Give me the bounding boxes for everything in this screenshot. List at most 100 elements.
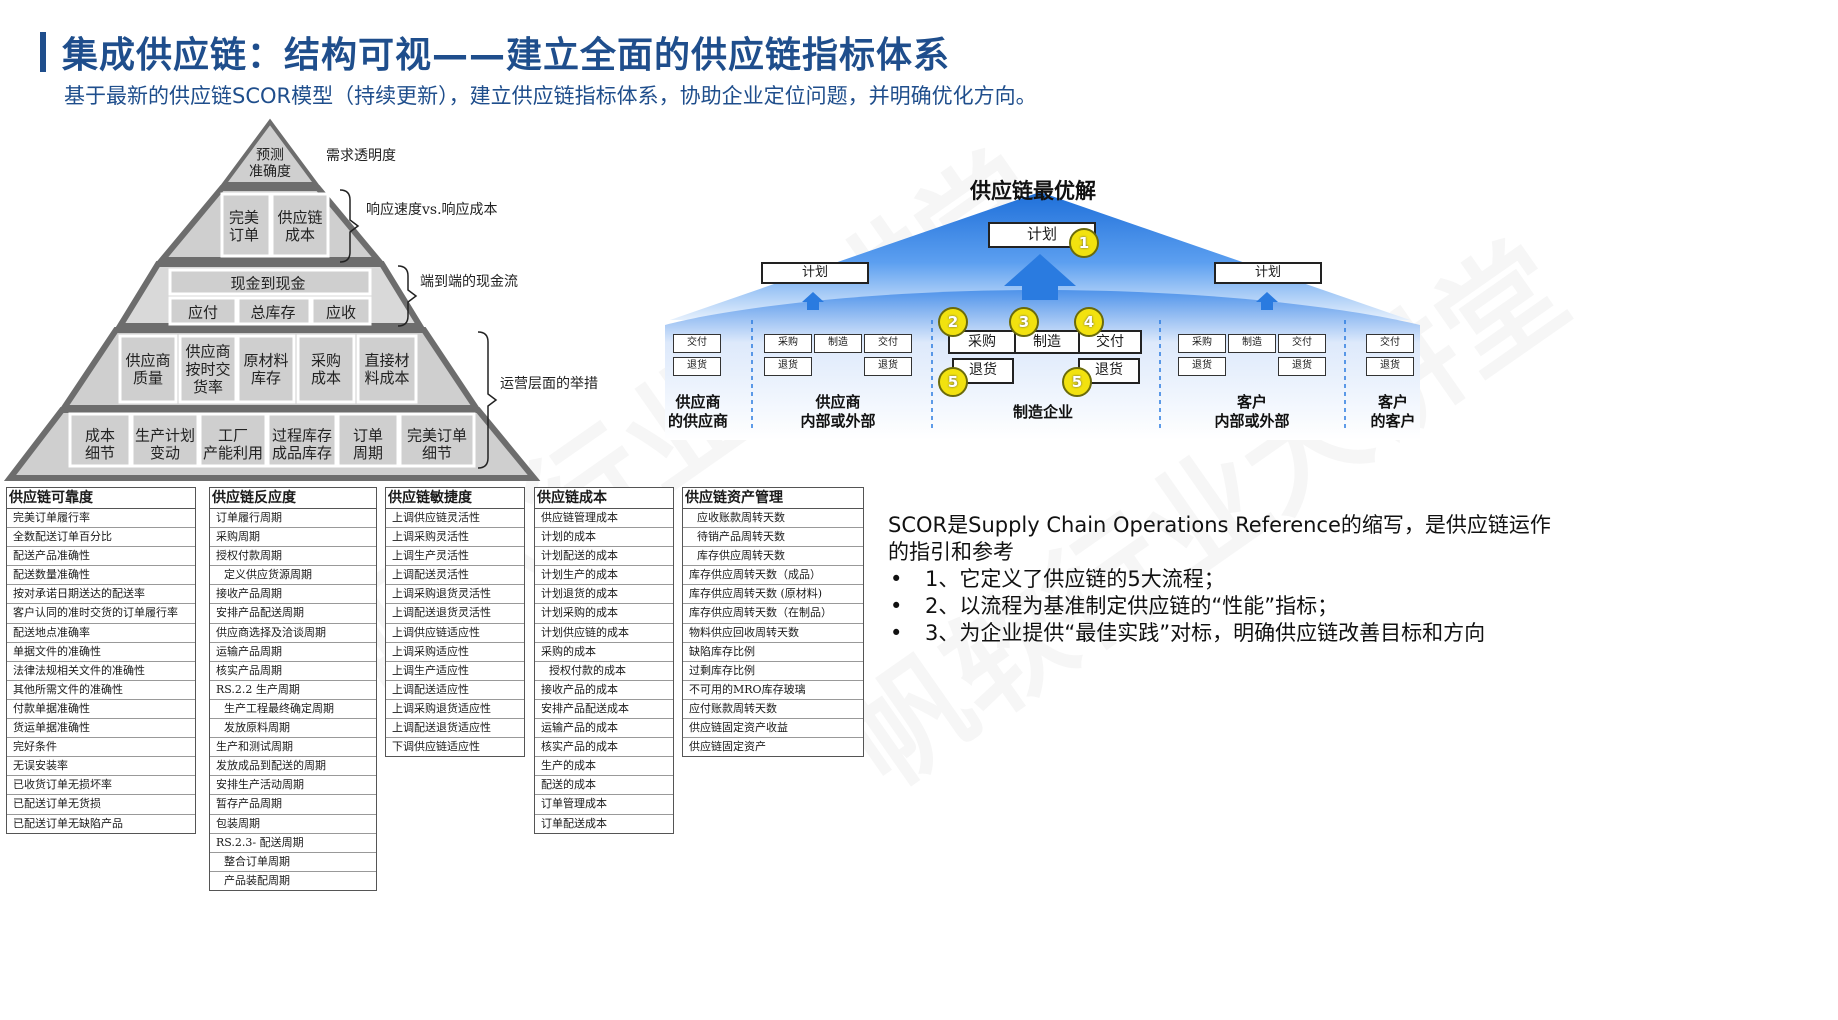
pyramid-cell [270,192,330,258]
return-box: 退货 [1366,357,1414,376]
pyramid-cell [220,192,272,258]
pyramid-cell [398,412,476,468]
metric-table-title: 供应链资产管理 [683,488,863,509]
process-base [665,290,1420,440]
center-up-arrow [1004,254,1076,300]
metric-row: 订单管理成本 [535,795,673,815]
deliver-box: 交付 [1366,334,1414,353]
metric-row: 不可用的MRO库存玻璃 [683,681,863,700]
metric-row: 安排生产活动周期 [210,776,376,796]
metric-row: 单据文件的准确性 [7,643,195,662]
metric-row: 采购周期 [210,528,376,548]
step-badge-2: 2 [938,307,968,337]
metric-table: 供应链可靠度完美订单履行率全数配送订单百分比配送产品准确性配送数量准确性按对承诺… [6,487,196,834]
metric-table: 供应链资产管理应收账款周转天数待销产品周转天数库存供应周转天数库存供应周转天数（… [682,487,864,758]
metric-row: 计划采购的成本 [535,604,673,624]
metric-row: 无误安装率 [7,757,195,777]
metric-table-title: 供应链敏捷度 [386,488,524,509]
pyramid-cell-label: 完美订单细节 [407,426,467,462]
step-badge-4: 4 [1074,307,1104,337]
right-up-arrow [1256,292,1278,310]
pyramid-tier-1 [220,118,320,186]
metric-row: 完好条件 [7,738,195,758]
role-label-manufacturer: 制造企业 [1012,403,1073,421]
metric-row: RS.2.3- 配送周期 [210,834,376,853]
metric-row: 上调采购退货适应性 [386,700,524,720]
pyramid-cell-label: 工厂产能利用 [203,426,263,462]
step-badge-1: 1 [1069,228,1099,258]
metric-row: 接收产品周期 [210,585,376,605]
metric-row: 上调生产适应性 [386,662,524,681]
metric-row: 库存供应周转天数（成品） [683,566,863,586]
metric-row: 整合订单周期 [210,853,376,872]
metric-table-title: 供应链成本 [535,488,673,509]
pyramid-cell [178,334,238,404]
metric-row: 包装周期 [210,815,376,834]
description-points: 1、它定义了供应链的5大流程； 2、以流程为基准制定供应链的“性能”指标； 3、… [888,566,1563,647]
metric-row: 供应链固定资产 [689,740,766,754]
metric-row: RS.2.2 生产周期 [210,681,376,700]
metric-row: 缺陷库存比例 [683,643,863,662]
pyramid-side-label: 响应速度vs.响应成本 [366,201,498,218]
pyramid-cell-label: 采购成本 [311,351,341,387]
title-accent-bar [40,32,46,72]
step-badge-5: 5 [938,367,968,397]
metric-row: 发放成品到配送的周期 [210,757,376,777]
pyramid-cell [336,412,400,468]
metric-row: 订单配送成本 [541,816,607,830]
metric-row: 采购的成本 [535,643,673,662]
step-badge-5: 5 [1062,367,1092,397]
metric-row: 接收产品的成本 [535,681,673,700]
deliver-box: 交付 [673,334,721,353]
metric-row: 待销产品周转天数 [683,528,863,548]
role-label-supplier-of-supplier: 供应商 的供应商 [667,393,728,430]
metric-table-title: 供应链可靠度 [7,488,195,509]
pyramid-cell [310,296,372,326]
left-up-arrow [802,292,824,310]
pyramid-cell [296,334,356,404]
role-label-customer-of-customer: 客户 的客户 [1370,393,1416,430]
metric-row: 配送数量准确性 [7,566,195,586]
metric-row: 应付账款周转天数 [683,700,863,720]
brace [339,189,360,263]
pyramid-cell-label: 总库存 [250,303,295,321]
metric-row: 供应商选择及洽谈周期 [210,624,376,643]
metric-row: 其他所需文件的准确性 [7,681,195,700]
pyramid-cell [266,412,338,468]
page-subtitle: 基于最新的供应链SCOR模型（持续更新），建立供应链指标体系，协助企业定位问题，… [64,84,1037,108]
description-point: 1、它定义了供应链的5大流程； [888,566,1563,593]
metric-row: 计划供应链的成本 [535,624,673,643]
description-point: 3、为企业提供“最佳实践”对标，明确供应链改善目标和方向 [888,620,1563,647]
scor-description: SCOR是Supply Chain Operations Reference的缩… [888,512,1563,647]
pyramid-cell-label: 成本细节 [85,426,115,462]
metric-row: 暂存产品周期 [210,795,376,815]
return-box: 退货 [864,357,912,376]
metric-row: 完美订单履行率 [7,509,195,529]
metric-row: 过剩库存比例 [683,662,863,681]
metric-row: 安排产品配送周期 [210,604,376,624]
pyramid-top-label: 预测准确度 [249,148,291,181]
left-plan-box: 计划 [761,262,869,284]
pyramid-side-label: 端到端的现金流 [420,274,518,290]
metric-row: 全数配送订单百分比 [7,528,195,548]
source-box: 采购 [1178,334,1226,353]
metric-row: 生产工程最终确定周期 [210,700,376,720]
metric-row: 配送的成本 [535,776,673,796]
metric-row: 上调供应链适应性 [386,624,524,643]
step-badge-3: 3 [1009,307,1039,337]
metric-row: 上调供应链灵活性 [386,509,524,529]
metric-row: 授权付款周期 [210,547,376,567]
deliver-box: 交付 [864,334,912,353]
return-box: 退货 [764,357,812,376]
pyramid-cell-label: 应付 [188,303,218,321]
metric-row: 核实产品的成本 [535,738,673,758]
metric-row: 上调生产灵活性 [386,547,524,567]
metric-row: 计划生产的成本 [535,566,673,586]
pyramid-cell-label: 订单周期 [353,426,383,462]
metric-row: 供应链固定资产收益 [683,719,863,739]
metric-row: 物料供应回收周转天数 [683,624,863,643]
description-point: 2、以流程为基准制定供应链的“性能”指标； [888,593,1563,620]
brace [477,331,498,469]
diagram-title: 供应链最优解 [970,179,1096,203]
metric-row: 已配送订单无货损 [7,795,195,815]
